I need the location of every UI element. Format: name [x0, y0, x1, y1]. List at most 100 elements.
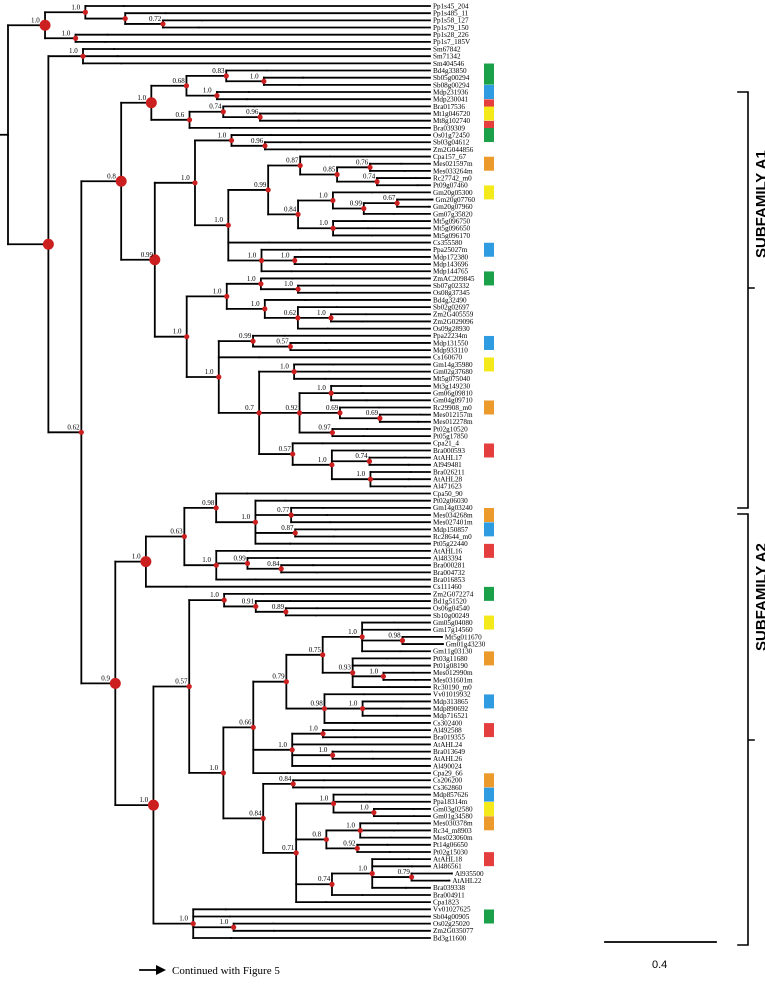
leaf-label: Gm02g37680 [433, 368, 473, 376]
support-value: 0.74 [209, 103, 222, 111]
leaf-label: Zm2G405559 [433, 311, 474, 319]
node-marker [216, 374, 222, 380]
support-value: 1.0 [348, 628, 357, 636]
leaf-label: Vv01019932 [433, 691, 471, 699]
leaf-label: AtAHL17 [433, 454, 463, 462]
leaf-label: Bra017536 [433, 103, 465, 111]
leaf-label: Pt02g06030 [433, 497, 468, 505]
node-marker [72, 35, 79, 41]
support-value: 0.79 [398, 868, 411, 876]
support-value: 0.72 [149, 15, 162, 23]
leaf-label: Mdp716521 [433, 712, 469, 720]
leaf-label: Pp1s79_150 [433, 24, 469, 32]
support-value: 1.0 [71, 3, 80, 11]
color-marker-green [484, 271, 494, 286]
leaf-label: Bra004911 [433, 891, 465, 899]
support-value: 1.0 [280, 363, 289, 371]
leaf-label: Zm2G035077 [433, 927, 474, 935]
node-marker [145, 97, 157, 109]
node-marker [115, 175, 127, 187]
support-value: 0.57 [175, 678, 188, 686]
leaf-label: Mdp890692 [433, 705, 469, 713]
node-marker [408, 874, 415, 880]
color-marker-blue [484, 787, 494, 802]
support-value: 1.0 [69, 47, 78, 55]
node-marker [82, 9, 88, 15]
support-value: 0.84 [279, 775, 292, 783]
leaf-label: Mt5g096650 [433, 225, 471, 233]
support-value: 0.67 [383, 194, 396, 202]
node-marker [184, 334, 190, 340]
node-marker [354, 845, 360, 851]
node-marker [359, 634, 365, 640]
color-marker-red [484, 723, 494, 738]
support-value: 1.0 [356, 470, 365, 478]
node-marker [292, 257, 298, 264]
node-marker [213, 505, 219, 511]
node-marker [262, 306, 268, 312]
leaf-label: Bd4g32490 [433, 296, 467, 304]
node-marker [147, 799, 159, 811]
leaf-label: Mt5g096170 [433, 232, 471, 240]
tree-nodes [39, 9, 415, 930]
leaf-label: Os06g04540 [433, 605, 470, 613]
color-marker-green [484, 63, 494, 78]
node-marker [258, 257, 265, 264]
support-value: 0.7 [245, 404, 254, 412]
leaf-label: Mes012278m [433, 418, 473, 426]
leaf-label: Pt02g15030 [433, 848, 468, 856]
subfamily-a2-bracket: SUBFAMILY A2 [737, 513, 765, 946]
leaf-label: Mdp143696 [433, 260, 469, 268]
leaf-label: Mes030378m [433, 820, 473, 828]
leaf-label: Vv01027625 [433, 906, 471, 914]
support-value: 0.71 [282, 844, 295, 852]
leaf-label: Os09g28930 [433, 325, 470, 333]
color-marker-blue [484, 335, 494, 350]
support-value: 0.74 [355, 452, 368, 460]
leaf-label: Bra000281 [433, 562, 465, 570]
leaf-label: Rc27742_m0 [433, 174, 472, 182]
node-marker [214, 93, 220, 99]
node-marker [295, 286, 301, 292]
node-marker [190, 921, 196, 927]
leaf-label: Ppa18314m [433, 798, 468, 806]
node-marker [258, 281, 264, 287]
support-value: 1.0 [317, 384, 326, 392]
support-value: 0.96 [251, 137, 264, 145]
leaf-label: Pt03g11680 [433, 655, 468, 663]
support-value: 0.62 [284, 309, 297, 317]
node-marker [283, 679, 289, 685]
support-value: 1.0 [278, 741, 287, 749]
node-marker [244, 560, 251, 567]
node-marker [367, 476, 374, 482]
node-marker [39, 19, 51, 31]
support-value: 1.0 [179, 915, 188, 923]
leaf-label: Bra013649 [433, 748, 465, 756]
leaf-label: Gm06g09810 [433, 390, 473, 398]
support-value: 1.0 [319, 191, 328, 199]
leaf-label: Bra019355 [433, 734, 465, 742]
support-value: 1.0 [319, 219, 328, 227]
support-value: 0.9 [101, 674, 110, 682]
leaf-label: Rc29908_m0 [433, 404, 472, 412]
leaf-label: Pp1s7_185V [433, 38, 471, 46]
continuation-arrow: Continued with Figure 5 [139, 965, 280, 977]
node-marker [374, 179, 380, 185]
node-marker [357, 827, 363, 834]
color-marker-red [484, 852, 494, 867]
leaf-label: Gm17g14560 [433, 626, 473, 634]
leaf-label: Os01g72450 [433, 131, 470, 139]
leaf-label: Zm2G044856 [433, 146, 474, 154]
support-value: 0.87 [286, 157, 299, 165]
support-value: 1.0 [209, 764, 218, 772]
support-value: 1.0 [181, 174, 190, 182]
leaf-label: Rc30190_m0 [433, 683, 472, 691]
leaf-label: Pp1s28_226 [433, 31, 469, 39]
support-value: 0.77 [277, 506, 290, 514]
node-marker [297, 162, 303, 169]
leaf-label: Bra000593 [433, 447, 465, 455]
leaf-label: Mdp857626 [433, 791, 469, 799]
leaf-label: Pt14g06650 [433, 841, 468, 849]
leaf-label: Mdp231936 [433, 88, 469, 96]
node-marker [290, 781, 296, 787]
